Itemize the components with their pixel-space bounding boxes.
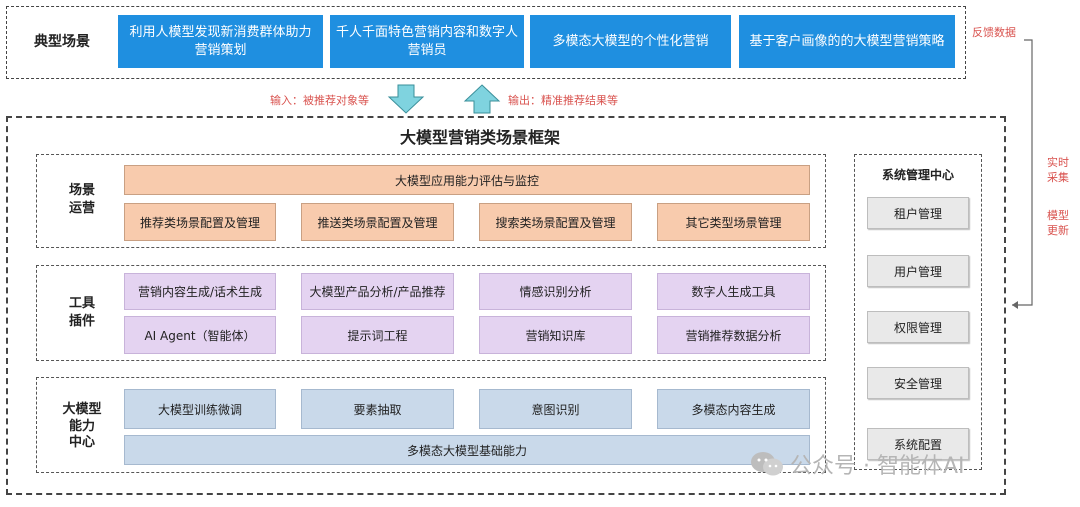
system-item-5: 系统配置: [867, 428, 969, 460]
cap-item-1: 大模型训练微调: [124, 389, 276, 429]
output-label: 输出：精准推荐结果等: [508, 94, 618, 107]
ops-item-2: 推送类场景配置及管理: [301, 203, 454, 241]
tool-item-5: AI Agent（智能体）: [124, 316, 276, 354]
scenario-box-4: 基于客户画像的的大模型营销策略: [739, 15, 955, 68]
scenario-ops-section: [36, 154, 826, 248]
tools-label: 工具 插件: [68, 295, 95, 329]
tool-item-2: 大模型产品分析/产品推荐: [301, 273, 454, 310]
top-scenario-label: 典型场景: [34, 34, 90, 51]
cap-item-4: 多模态内容生成: [657, 389, 810, 429]
feedback-data-label: 反馈数据: [972, 26, 1016, 39]
down-arrow-icon: [387, 84, 425, 114]
system-item-2: 用户管理: [867, 255, 969, 287]
model-update-note: 模型 更新: [1047, 209, 1069, 238]
system-item-4: 安全管理: [867, 367, 969, 399]
tool-item-1: 营销内容生成/话术生成: [124, 273, 276, 310]
ops-item-1: 推荐类场景配置及管理: [124, 203, 276, 241]
ops-item-3: 搜索类场景配置及管理: [479, 203, 632, 241]
scenario-ops-label: 场景 运营: [68, 182, 95, 216]
scenario-box-1: 利用人模型发现新消费群体助力营销策划: [118, 15, 323, 68]
cap-item-3: 意图识别: [479, 389, 632, 429]
top-scenario-container: [6, 6, 966, 79]
capability-section: [36, 377, 826, 473]
tool-item-7: 营销知识库: [479, 316, 632, 354]
tool-item-4: 数字人生成工具: [657, 273, 810, 310]
wechat-icon: [751, 452, 783, 476]
watermark: 公众号 · 智能体AI: [750, 447, 1070, 481]
system-item-1: 租户管理: [867, 197, 969, 229]
realtime-collect-note: 实时 采集: [1047, 156, 1069, 185]
scenario-box-3: 多模态大模型的个性化营销: [530, 15, 731, 68]
watermark-text: 公众号 · 智能体AI: [790, 454, 965, 479]
system-mgmt-title: 系统管理中心: [881, 168, 954, 182]
cap-bottom-bar: 多模态大模型基础能力: [124, 435, 810, 465]
system-item-3: 权限管理: [867, 311, 969, 343]
system-mgmt-section: [854, 154, 982, 470]
ops-top-bar: 大模型应用能力评估与监控: [124, 165, 810, 195]
tool-item-8: 营销推荐数据分析: [657, 316, 810, 354]
capability-label: 大模型 能力 中心: [62, 401, 102, 451]
ops-item-4: 其它类型场景管理: [657, 203, 810, 241]
feedback-loop-arrow: [1012, 39, 1033, 309]
tool-item-6: 提示词工程: [301, 316, 454, 354]
tool-item-3: 情感识别分析: [479, 273, 632, 310]
input-label: 输入：被推荐对象等: [270, 94, 369, 107]
framework-container: [6, 116, 1006, 495]
scenario-box-2: 千人千面特色营销内容和数字人营销员: [330, 15, 524, 68]
up-arrow-icon: [463, 84, 501, 114]
cap-item-2: 要素抽取: [301, 389, 454, 429]
framework-title: 大模型营销类场景框架: [399, 128, 560, 147]
tools-section: [36, 265, 826, 361]
